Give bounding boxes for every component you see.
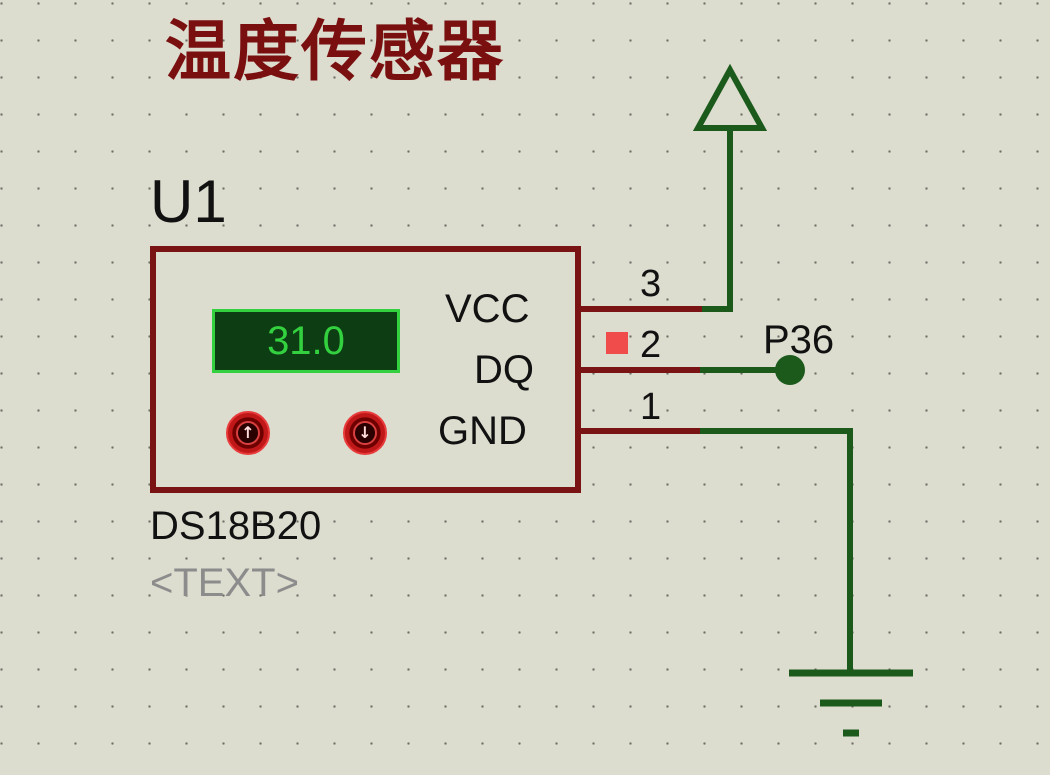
temp-up-button[interactable]: ↑ [226, 411, 270, 455]
component-value: DS18B20 [150, 504, 322, 548]
pin-number-2: 2 [640, 324, 662, 366]
power-terminal-icon[interactable] [692, 63, 768, 312]
pin-number-3: 3 [640, 263, 662, 305]
schematic-title: 温度传感器 [165, 12, 505, 90]
component-reference: U1 [150, 168, 227, 235]
component-text-placeholder: <TEXT> [150, 561, 299, 605]
net-terminal-dot[interactable] [775, 355, 805, 385]
down-arrow-icon: ↓ [353, 421, 377, 445]
temperature-display: 31.0 [212, 309, 400, 373]
pin-name-vcc: VCC [445, 287, 530, 331]
temp-down-button[interactable]: ↓ [343, 411, 387, 455]
ground-terminal-icon[interactable] [700, 428, 913, 737]
pin-name-dq: DQ [474, 348, 534, 392]
pin-number-1: 1 [640, 386, 662, 428]
pin-state-marker [606, 332, 628, 354]
net-label[interactable]: P36 [763, 318, 835, 362]
pin-name-gnd: GND [438, 409, 527, 453]
up-arrow-icon: ↑ [236, 421, 260, 445]
